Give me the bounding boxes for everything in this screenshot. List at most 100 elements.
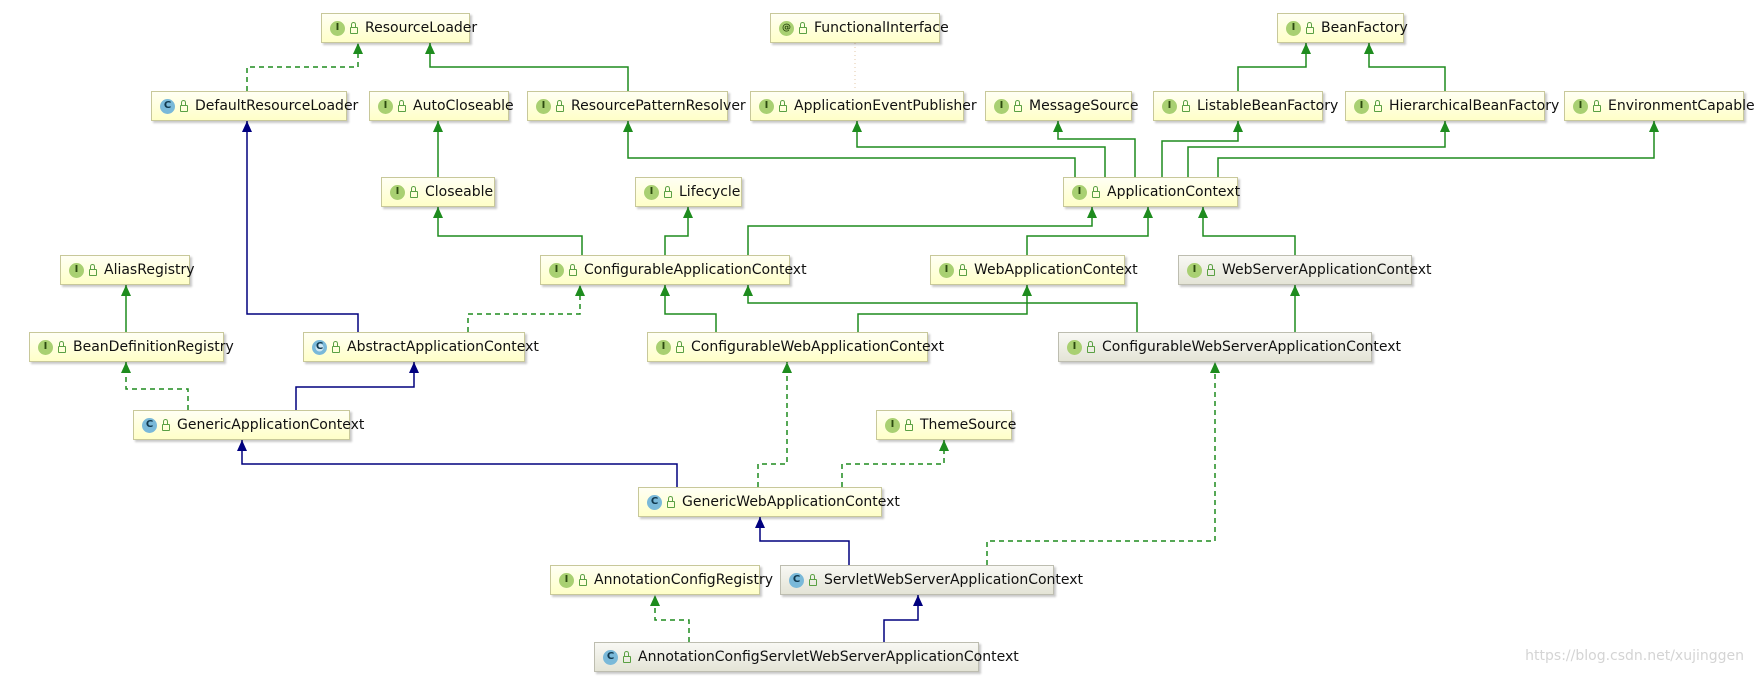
abstract-class-icon: C — [312, 339, 327, 355]
node-label: DefaultResourceLoader — [195, 98, 359, 114]
interface-icon: I — [549, 262, 564, 278]
edge-configurable-application-context-to-application-context — [747, 207, 1097, 255]
arrowhead — [353, 43, 363, 54]
node-label: ThemeSource — [920, 417, 1017, 433]
lock-icon — [809, 573, 817, 586]
class-icon: C — [603, 649, 618, 665]
lock-icon — [89, 263, 97, 276]
edge-listable-bean-factory-to-bean-factory — [1237, 43, 1311, 91]
node-annotation-config-servlet-web-server-application-context[interactable]: C AnnotationConfigServletWebServerApplica… — [594, 642, 1019, 672]
node-label: Lifecycle — [679, 184, 741, 200]
arrowhead — [409, 362, 419, 373]
arrowhead — [575, 285, 585, 296]
interface-icon: I — [536, 98, 551, 114]
node-label: GenericApplicationContext — [177, 417, 365, 433]
edge-hierarchical-bean-factory-to-bean-factory — [1364, 43, 1446, 91]
node-generic-web-application-context[interactable]: C GenericWebApplicationContext — [638, 487, 900, 517]
arrowhead — [683, 207, 693, 218]
arrowhead — [425, 43, 435, 54]
lock-icon — [1374, 99, 1382, 112]
arrowhead — [121, 285, 131, 296]
interface-icon: I — [69, 262, 84, 278]
arrowhead — [1210, 362, 1220, 373]
arrowhead — [1022, 285, 1032, 296]
node-label: ServletWebServerApplicationContext — [824, 572, 1084, 588]
node-label: AnnotationConfigRegistry — [594, 572, 774, 588]
arrowhead — [1233, 121, 1243, 132]
edge-bean-definition-registry-to-alias-registry — [121, 285, 131, 332]
edge-annotation-config-servlet-to-annotation-config-registry — [650, 595, 690, 642]
arrowhead — [237, 440, 247, 451]
arrowhead — [433, 121, 443, 132]
lock-icon — [779, 99, 787, 112]
edge-closeable-to-auto-closeable — [433, 121, 443, 177]
node-label: WebServerApplicationContext — [1222, 262, 1432, 278]
edge-configurable-web-server-application-context-to-web-server-application-context — [1290, 285, 1300, 332]
node-label: Closeable — [425, 184, 494, 200]
watermark-url: https://blog.csdn.net/xujinggen — [1525, 648, 1744, 664]
edge-configurable-web-application-context-to-web-application-context — [857, 285, 1032, 332]
lock-icon — [1092, 185, 1100, 198]
node-configurable-application-context[interactable]: I ConfigurableApplicationContext — [540, 255, 807, 285]
lock-icon — [58, 340, 66, 353]
interface-icon: I — [644, 184, 659, 200]
node-label: BeanFactory — [1321, 20, 1408, 36]
edge-application-context-to-hierarchical-bean-factory — [1187, 121, 1450, 177]
arrowhead — [242, 121, 252, 132]
lock-icon — [332, 340, 340, 353]
node-label: ListableBeanFactory — [1197, 98, 1339, 114]
node-label: ApplicationEventPublisher — [794, 98, 977, 114]
lock-icon — [905, 418, 913, 431]
edge-generic-application-context-to-bean-definition-registry — [121, 362, 189, 410]
node-label: MessageSource — [1029, 98, 1139, 114]
interface-icon: I — [1573, 98, 1588, 114]
interface-icon: I — [759, 98, 774, 114]
edge-default-resource-loader-to-resource-loader — [246, 43, 363, 91]
node-label: GenericWebApplicationContext — [682, 494, 900, 510]
interface-icon: I — [939, 262, 954, 278]
edge-web-application-context-to-application-context — [1026, 207, 1153, 255]
edge-web-server-application-context-to-application-context — [1198, 207, 1296, 255]
lock-icon — [664, 185, 672, 198]
arrowhead — [660, 285, 670, 296]
arrowhead — [939, 440, 949, 451]
lock-icon — [556, 99, 564, 112]
node-web-server-application-context[interactable]: I WebServerApplicationContext — [1178, 255, 1432, 285]
node-functional-interface[interactable]: @FunctionalInterface — [770, 13, 949, 43]
interface-icon: I — [1187, 262, 1202, 278]
edge-configurable-web-server-application-context-to-configurable-application-context — [743, 285, 1138, 332]
interface-icon: I — [1067, 339, 1082, 355]
lock-icon — [1182, 99, 1190, 112]
lock-icon — [799, 21, 807, 34]
node-label: ResourceLoader — [365, 20, 478, 36]
node-label: AbstractApplicationContext — [347, 339, 539, 355]
arrowhead — [1301, 43, 1311, 54]
node-application-event-publisher[interactable]: I ApplicationEventPublisher — [750, 91, 977, 121]
node-label: ConfigurableApplicationContext — [584, 262, 807, 278]
class-icon: C — [647, 494, 662, 510]
node-abstract-application-context[interactable]: C AbstractApplicationContext — [303, 332, 539, 362]
node-lifecycle[interactable]: I Lifecycle — [635, 177, 742, 207]
node-label: AnnotationConfigServletWebServerApplicat… — [638, 649, 1019, 665]
